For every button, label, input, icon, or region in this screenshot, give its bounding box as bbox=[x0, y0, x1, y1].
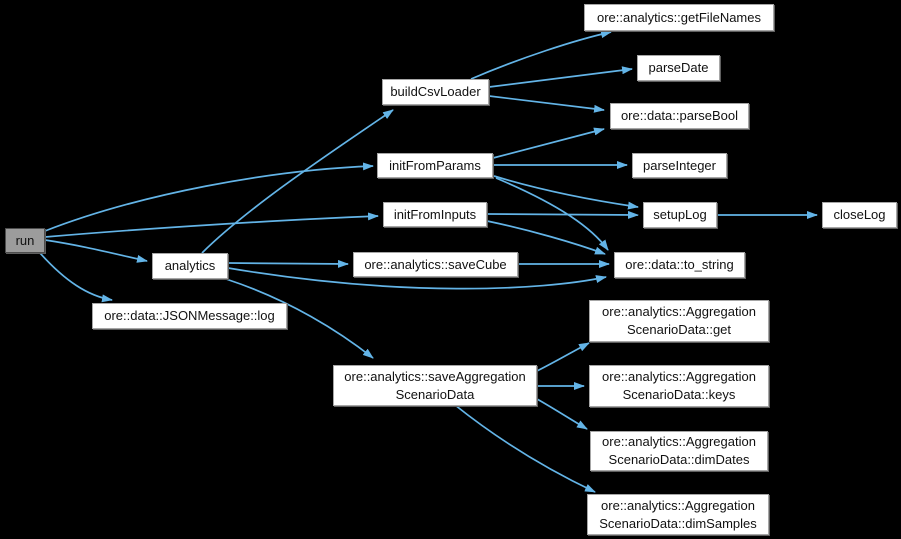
graph-node-label: ScenarioData::keys bbox=[622, 387, 736, 402]
edge-run-analytics bbox=[44, 239, 148, 263]
graph-node-label: ore::analytics::saveAggregation bbox=[344, 368, 526, 384]
graph-node-toString[interactable]: ore::data::to_string bbox=[614, 252, 745, 278]
graph-node-saveCube[interactable]: ore::analytics::saveCube bbox=[353, 252, 518, 277]
edge-saveAggregationScenarioData-aggScenarioDataGet bbox=[536, 342, 590, 372]
graph-node-label: closeLog bbox=[833, 207, 886, 223]
edge-run-initFromInputs bbox=[44, 212, 379, 238]
graph-node-initFromInputs[interactable]: initFromInputs bbox=[383, 202, 487, 227]
graph-node-parseBool[interactable]: ore::data::parseBool bbox=[610, 103, 749, 129]
graph-node-label: parseDate bbox=[648, 60, 709, 76]
graph-node-label: ScenarioData::dimSamples bbox=[599, 515, 757, 531]
edge-buildCsvLoader-parseBool bbox=[488, 95, 605, 113]
edge-analytics-toString bbox=[227, 267, 607, 290]
graph-node-label: initFromParams bbox=[389, 157, 481, 173]
edge-initFromParams-toString bbox=[495, 177, 609, 251]
graph-node-buildCsvLoader[interactable]: buildCsvLoader bbox=[382, 79, 489, 105]
graph-node-label: ore::analytics::saveCube bbox=[364, 256, 507, 272]
graph-node-label: ScenarioData::get bbox=[626, 322, 732, 337]
edge-initFromInputs-setupLog bbox=[486, 210, 639, 219]
edge-analytics-saveAggregationScenarioData bbox=[225, 278, 374, 359]
graph-node-jsonMessageLog[interactable]: ore::data::JSONMessage::log bbox=[92, 303, 287, 329]
edge-buildCsvLoader-parseDate bbox=[488, 66, 633, 88]
graph-node-label: run bbox=[15, 232, 35, 248]
edge-initFromInputs-toString bbox=[486, 220, 606, 255]
edge-initFromParams-parseBool bbox=[492, 127, 605, 159]
graph-node-label: setupLog bbox=[653, 207, 707, 223]
edge-analytics-buildCsvLoader bbox=[201, 109, 394, 254]
graph-node-setupLog[interactable]: setupLog bbox=[643, 202, 717, 228]
graph-node-label: ore::data::to_string bbox=[625, 257, 734, 273]
graph-node-label: ScenarioData::dimDates bbox=[608, 452, 750, 467]
edge-saveAggregationScenarioData-aggScenarioDataDimSamples bbox=[454, 404, 596, 493]
edge-run-initFromParams bbox=[44, 162, 374, 232]
edge-initFromParams-setupLog bbox=[493, 175, 639, 210]
graph-node-getFileNames[interactable]: ore::analytics::getFileNames bbox=[584, 4, 774, 31]
graph-node-label: ore::analytics::Aggregation bbox=[602, 434, 756, 450]
graph-node-closeLog[interactable]: closeLog bbox=[822, 202, 897, 228]
edge-saveAggregationScenarioData-aggScenarioDataDimDates bbox=[536, 398, 588, 430]
edge-run-jsonMessageLog bbox=[39, 252, 113, 303]
graph-node-label: ore::analytics::Aggregation bbox=[602, 304, 756, 320]
graph-node-label: ore::data::parseBool bbox=[620, 108, 739, 124]
graph-node-label: ore::data::JSONMessage::log bbox=[104, 308, 275, 324]
graph-node-analytics[interactable]: analytics bbox=[152, 253, 228, 279]
graph-node-parseDate[interactable]: parseDate bbox=[637, 55, 720, 81]
graph-node-parseInteger[interactable]: parseInteger bbox=[632, 153, 727, 178]
graph-node-label: buildCsvLoader bbox=[390, 84, 481, 100]
graph-node-label: analytics bbox=[164, 258, 216, 274]
graph-node-label: ore::analytics::getFileNames bbox=[596, 9, 761, 25]
edge-buildCsvLoader-getFileNames bbox=[470, 30, 612, 80]
edge-analytics-saveCube bbox=[227, 259, 349, 268]
graph-node-label: ore::analytics::Aggregation bbox=[601, 497, 755, 513]
graph-node-label: parseInteger bbox=[643, 157, 716, 173]
graph-node-label: initFromInputs bbox=[393, 206, 477, 222]
graph-node-initFromParams[interactable]: initFromParams bbox=[377, 153, 493, 178]
graph-node-label: ScenarioData bbox=[395, 386, 475, 402]
graph-node-run[interactable]: run bbox=[5, 228, 45, 253]
graph-node-label: ore::analytics::Aggregation bbox=[602, 369, 756, 385]
